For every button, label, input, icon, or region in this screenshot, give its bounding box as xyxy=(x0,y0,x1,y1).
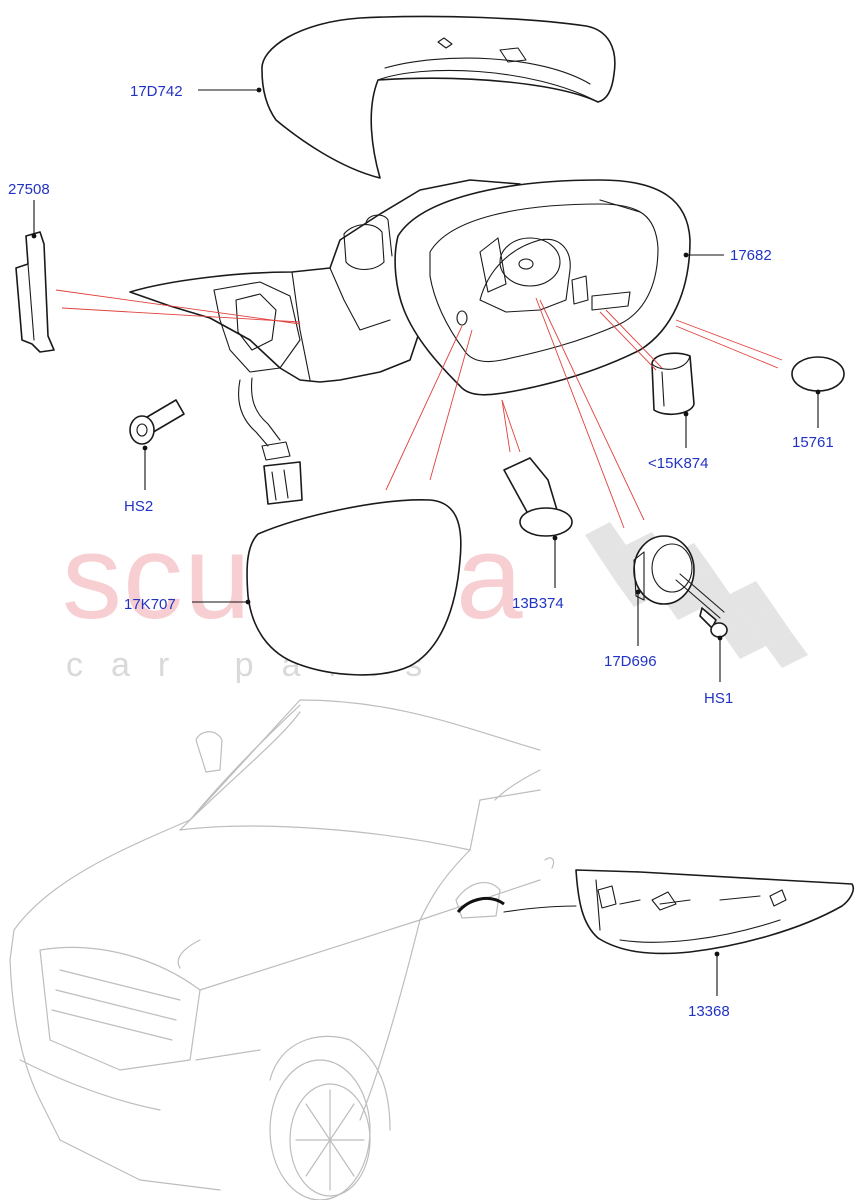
part-labels: 17D742 27508 17682 15761 <15K874 HS2 17K… xyxy=(8,83,834,1020)
leader-lines xyxy=(31,87,821,996)
label-17k707: 17K707 xyxy=(124,596,176,613)
bolt-hs2 xyxy=(129,399,185,445)
label-15761: 15761 xyxy=(792,434,834,451)
puddle-lamp-13b374 xyxy=(503,457,573,537)
pointer-lines xyxy=(55,289,783,529)
clip-15k874 xyxy=(651,352,695,416)
vehicle-mirror-highlight xyxy=(456,896,505,914)
mirror-cover-cap xyxy=(261,15,616,179)
label-hs2: HS2 xyxy=(124,498,153,515)
mirror-housing xyxy=(129,179,691,396)
wiring-harness xyxy=(238,377,303,505)
screw-hs1 xyxy=(699,607,728,638)
vehicle-outline xyxy=(9,699,555,1200)
checkered-flag-icon xyxy=(585,522,808,668)
label-27508: 27508 xyxy=(8,181,50,198)
seal-15761 xyxy=(791,356,845,392)
label-17d696: 17D696 xyxy=(604,653,657,670)
label-13368: 13368 xyxy=(688,1003,730,1020)
label-13b374: 13B374 xyxy=(512,595,564,612)
label-hs1: HS1 xyxy=(704,690,733,707)
mirror-glass xyxy=(246,499,462,676)
indicator-lamp-13368 xyxy=(503,869,855,955)
turn-indicator-strip xyxy=(15,231,55,353)
label-15k874: <15K874 xyxy=(648,455,708,472)
label-17d742: 17D742 xyxy=(130,83,183,100)
mirror-motor-17d696 xyxy=(633,535,725,619)
label-17682: 17682 xyxy=(730,247,772,264)
